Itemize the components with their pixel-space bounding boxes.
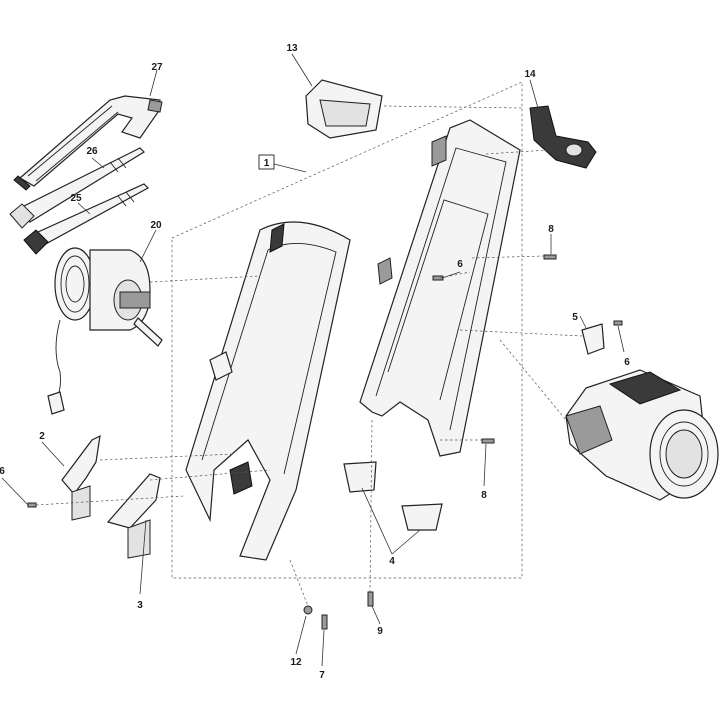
callout-1: 1: [264, 158, 270, 169]
callout-4: 4: [389, 556, 395, 567]
callout-9: 9: [377, 626, 383, 637]
washer-12[interactable]: [303, 605, 313, 615]
callout-7: 7: [319, 670, 325, 681]
callout-14: 14: [524, 69, 536, 80]
callout-8-top: 8: [548, 224, 554, 235]
callout-20: 20: [150, 220, 162, 231]
top-bracket-part[interactable]: [529, 105, 597, 169]
hose-reel-part[interactable]: [47, 247, 163, 415]
callout-6-left: 6: [0, 466, 5, 477]
callout-25: 25: [70, 193, 82, 204]
foot-pads-part[interactable]: [343, 461, 443, 531]
lance-holder-part[interactable]: [106, 473, 161, 559]
screw-8-bottom[interactable]: [481, 438, 495, 444]
assembly-paths: [35, 105, 583, 607]
leader-lines: [1, 53, 625, 667]
screw-9[interactable]: [367, 591, 374, 607]
assembly-group-outline: [171, 81, 523, 579]
callout-26: 26: [86, 146, 98, 157]
screw-6-right[interactable]: [613, 320, 623, 326]
spray-gun-part[interactable]: [13, 95, 163, 191]
screw-7[interactable]: [321, 614, 328, 630]
callout-3: 3: [137, 600, 143, 611]
callout-6-right: 6: [624, 357, 630, 368]
callout-12: 12: [290, 657, 302, 668]
callout-1-box: [258, 154, 275, 170]
top-handle-cover-part[interactable]: [305, 79, 383, 139]
screw-6-left[interactable]: [27, 502, 37, 508]
screw-8-top[interactable]: [543, 254, 557, 260]
callout-13: 13: [286, 43, 298, 54]
callout-27: 27: [151, 62, 163, 73]
callout-labels: 1 2 3 4 5 6 6 6 7 8 8 9 12 13 14 20 25 2…: [0, 43, 630, 681]
clip-part[interactable]: [581, 323, 605, 355]
gun-holder-part[interactable]: [61, 434, 101, 521]
callout-8-bottom: 8: [481, 490, 487, 501]
lance-short-part[interactable]: [9, 147, 145, 229]
callout-2: 2: [39, 431, 45, 442]
callout-6-center: 6: [457, 259, 463, 270]
callout-5: 5: [572, 312, 578, 323]
motor-pump-unit-part[interactable]: [565, 369, 719, 501]
lance-long-part[interactable]: [23, 183, 149, 255]
main-frame-part[interactable]: [185, 221, 351, 561]
rear-frame-part[interactable]: [359, 119, 521, 457]
